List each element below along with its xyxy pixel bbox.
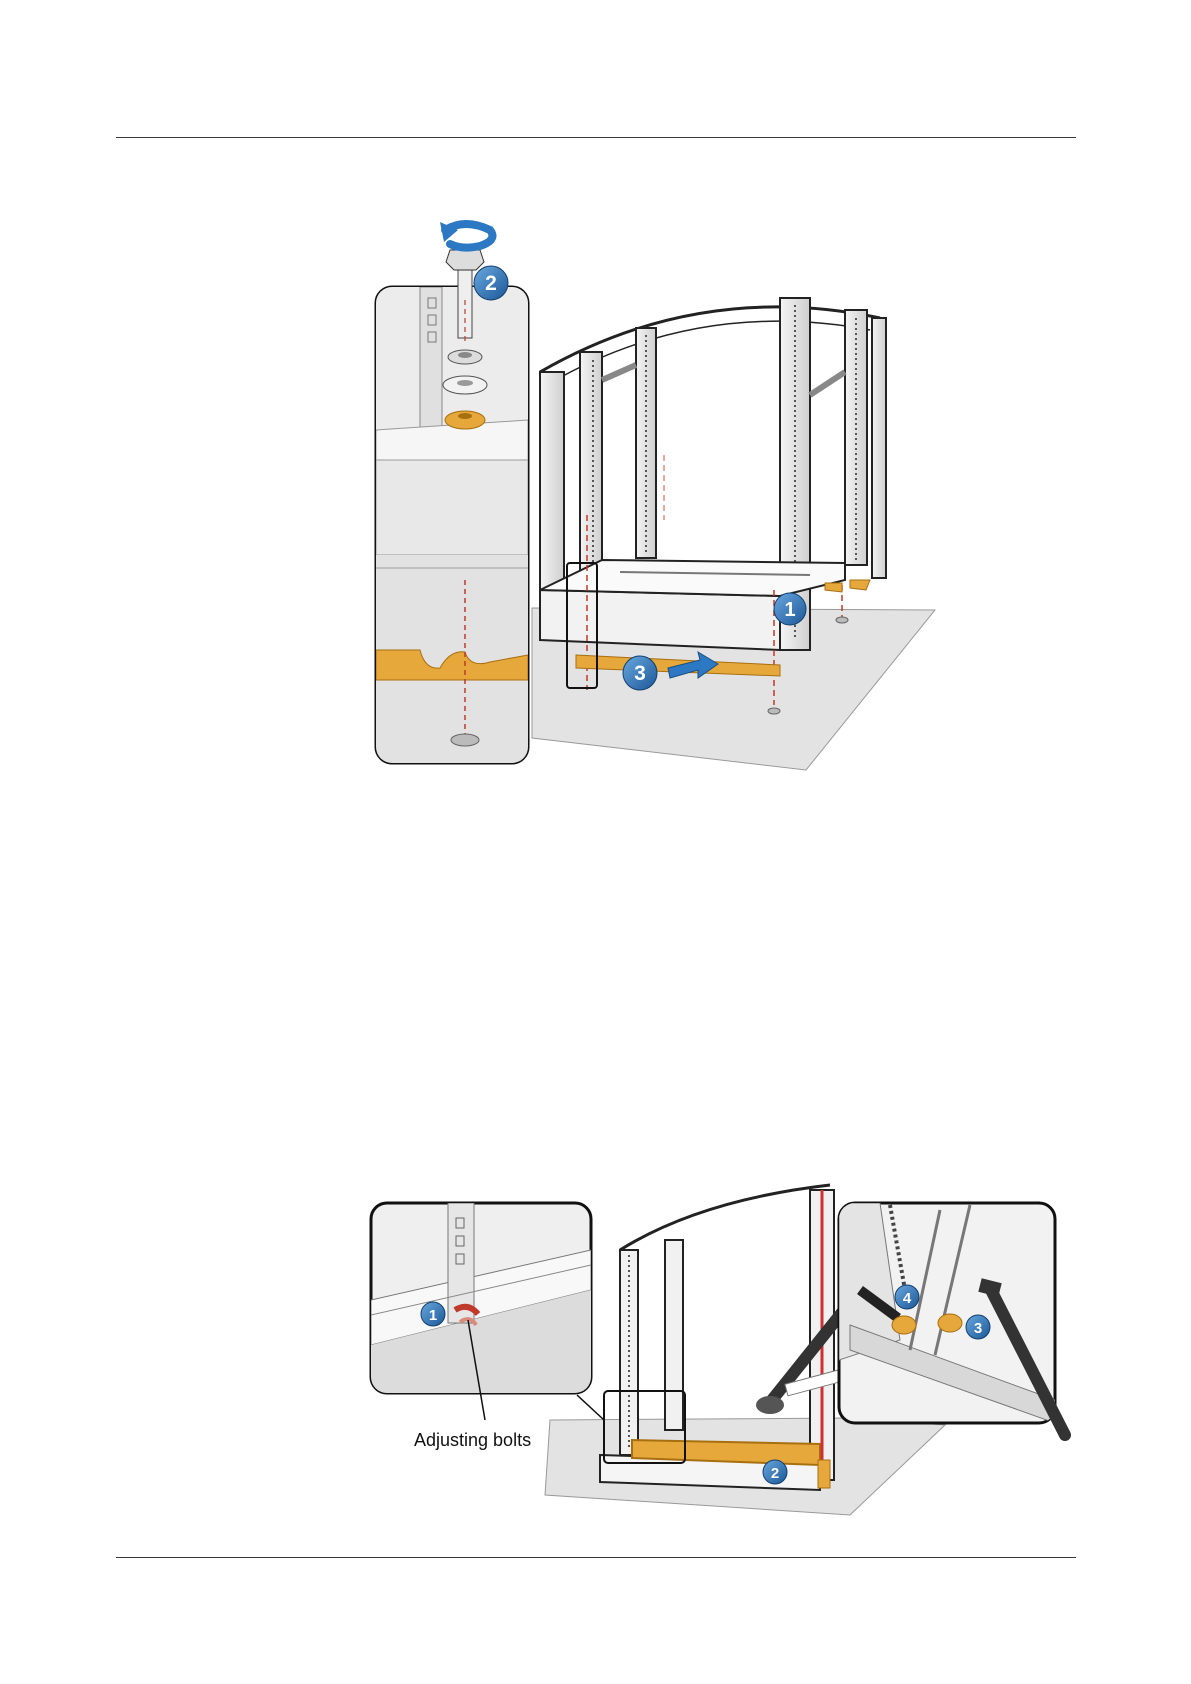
callout-1: 1 [421, 1302, 445, 1326]
callout-3: 3 [966, 1315, 990, 1339]
callout-4: 4 [895, 1285, 919, 1309]
cabinet-frame [600, 1185, 834, 1490]
svg-text:4: 4 [903, 1290, 912, 1307]
svg-text:2: 2 [771, 1465, 779, 1482]
adjusting-bolts-label: Adjusting bolts [414, 1430, 531, 1450]
callout-2: 2 [763, 1460, 787, 1484]
svg-text:1: 1 [429, 1307, 437, 1324]
orange-corner [818, 1460, 830, 1488]
inset-left-panel [371, 1203, 591, 1393]
svg-text:3: 3 [974, 1320, 982, 1337]
inset-right-panel [839, 1203, 1065, 1435]
